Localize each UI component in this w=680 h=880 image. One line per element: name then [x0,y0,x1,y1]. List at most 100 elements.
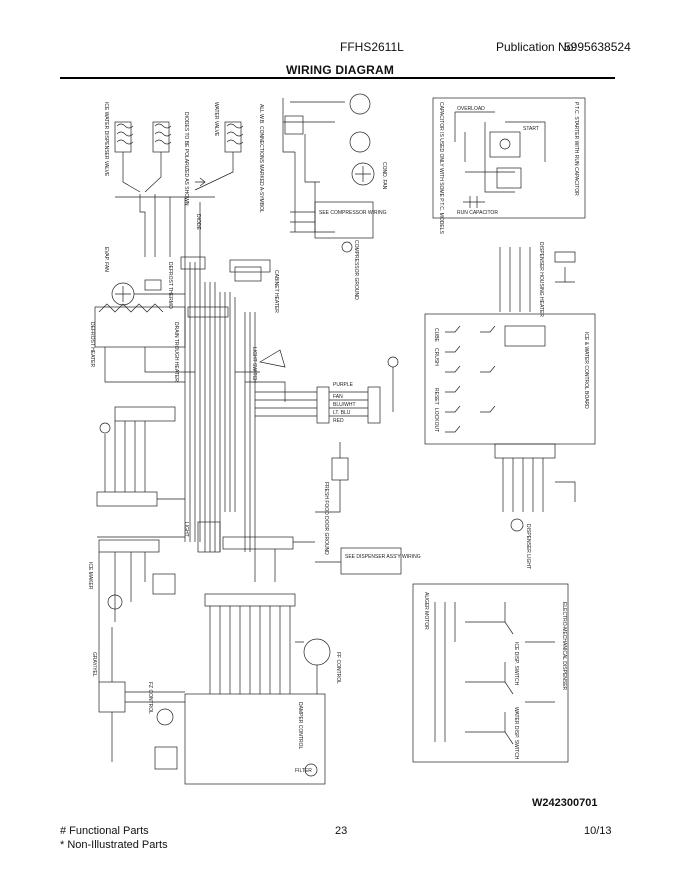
water-filter-valve [98,681,126,713]
compressor-ground-symbol [341,241,353,253]
ptc-relay [489,131,521,158]
label-see-compressor-wiring: SEE COMPRESSOR WIRING [319,210,387,216]
fan-connector-right [367,386,381,424]
label-compressor-ground: COMPRESSOR GROUND [353,240,359,300]
cabinet-heater [234,266,262,282]
label-capacitor-note: CAPACITOR IS USED ONLY WITH SOME P.T.C. … [438,102,444,234]
connector-block-7 [204,593,296,607]
label-crush: CRUSH [433,348,439,366]
label-purple: PURPLE [333,382,354,388]
ff-door-ground [331,457,349,481]
label-ff-door-ground: FRESH FOOD DOOR GROUND [323,482,329,555]
label-see-dispenser-wiring: SEE DISPENSER ASS'Y WIRING [345,554,421,560]
water-valve-coil-1 [152,121,172,153]
label-damper-control: DAMPER CONTROL [297,702,303,749]
header-rule [60,77,615,79]
fz-control-thermistor [156,708,174,726]
dispenser-heater-symbol [554,251,576,283]
dispenser-light-bulb [510,518,524,532]
label-fz-control: FZ CONTROL [147,682,153,714]
label-ice-water-board: ICE & WATER CONTROL BOARD [583,332,589,409]
label-reset: RESET [433,388,439,405]
label-ptc-starter: P.T.C. STARTER WITH RUN CAPACITOR [573,102,579,196]
footnote-non-illustrated: * Non-Illustrated Parts [60,839,168,851]
ptc-starter-box [432,97,586,219]
defrost-heater-element [98,303,164,313]
label-dispenser-heater: DISPENSER HOUSING HEATER [538,242,544,317]
label-lt-blu: LT. BLU [333,410,351,416]
water-valve-coil-2 [224,121,244,153]
label-gray-yel: GRAY/YEL [91,652,97,677]
ice-dispenser-valve-coil [114,121,134,153]
filter-connector [154,746,178,770]
dispenser-wiring-box [340,547,402,575]
ice-maker-motor [107,594,123,610]
label-diode: DIODE [195,214,201,231]
light-switch-block [197,521,221,553]
label-overload: OVERLOAD [457,106,485,112]
page-title: WIRING DIAGRAM [285,63,395,77]
label-light-switch: LIGHT SWITCH [251,347,257,383]
publication-label: Publication No: [496,40,577,54]
label-diode-note: DIODES TO BE POLARIZED AS SHOWN [183,112,189,206]
footnote-functional: # Functional Parts [60,825,149,837]
ground-symbol-1 [99,422,111,434]
run-capacitor-symbol [463,196,485,208]
label-ice-water-valve: ICE WATER DISPENSER VALVE [103,102,109,177]
wiring-diagram: ICE WATER DISPENSER VALVE WATER VALVE DI… [87,93,596,785]
label-filter: FILTER [295,768,312,774]
label-light: LIGHT [183,522,189,537]
label-ff-control: FF CONTROL [335,652,341,684]
label-evap-fan: EVAP. FAN [103,247,109,272]
label-ice-maker: ICE MAKER [87,562,93,590]
label-dispenser-light: DISPENSER LIGHT [525,524,531,569]
connector-block-3 [187,306,229,318]
fan-connector-left [316,386,330,424]
diode-symbol [195,177,206,187]
ff-light-socket [387,356,399,368]
fz-light-socket-2 [349,131,371,153]
label-cube: CUBE [433,328,439,343]
drawing-number: W242300701 [532,797,598,809]
board-connector [494,443,556,459]
damper-motor [303,638,331,666]
cond-fan-motor [351,162,375,186]
label-defrost-heater: DEFROST HEATER [89,322,95,367]
fz-light-socket [349,93,371,115]
page-number: 23 [335,825,348,837]
filter-indicator [304,763,318,777]
label-fan: FAN [333,394,343,400]
ice-maker-connector [98,539,160,553]
connector-block-2 [229,259,271,273]
label-run-capacitor: RUN CAPACITOR [457,210,498,216]
electro-mech-dispenser-box [412,583,569,763]
label-auger-motor: AUGER MOTOR [423,592,429,630]
compressor-wiring-box [314,201,374,239]
label-drain-trough-heater: DRAIN TROUGH HEATER [173,322,179,382]
label-red: RED [333,418,344,424]
connector-block-5 [96,491,158,507]
label-start: START [523,126,539,132]
main-control-board [184,693,326,785]
label-connecting-note: ALL W.B. CONNECTIONS MARKED A-SYMBOL [258,104,264,213]
label-cabinet-heater: CABINET HEATER [273,270,279,313]
connector-block-6 [222,536,294,550]
model-number: FFHS2611L [340,40,404,54]
label-cond-fan: COND. FAN [381,162,387,190]
label-defrost-thermo: DEFROST THERMO [167,262,173,309]
light-switch-symbol [259,349,286,368]
label-ice-disp-switch: ICE DISP. SWITCH [513,642,519,686]
connector-block-4 [114,406,176,422]
page-date: 10/13 [584,825,612,837]
defrost-thermo [144,279,162,291]
ice-maker-switch [152,573,176,595]
connector-block-1 [180,256,206,270]
label-water-disp-switch: WATER DISP. SWITCH [513,707,519,760]
ptc-starter [496,167,522,189]
ice-water-control-board [424,313,596,445]
publication-number: 5995638524 [564,40,631,54]
label-lockout: LOCKOUT [433,408,439,432]
label-electro-mech: ELECTRO-MECHANICAL DISPENSER [561,602,567,691]
label-blu-wht: BLU/WHT [333,402,356,408]
label-water-valve: WATER VALVE [213,102,219,137]
